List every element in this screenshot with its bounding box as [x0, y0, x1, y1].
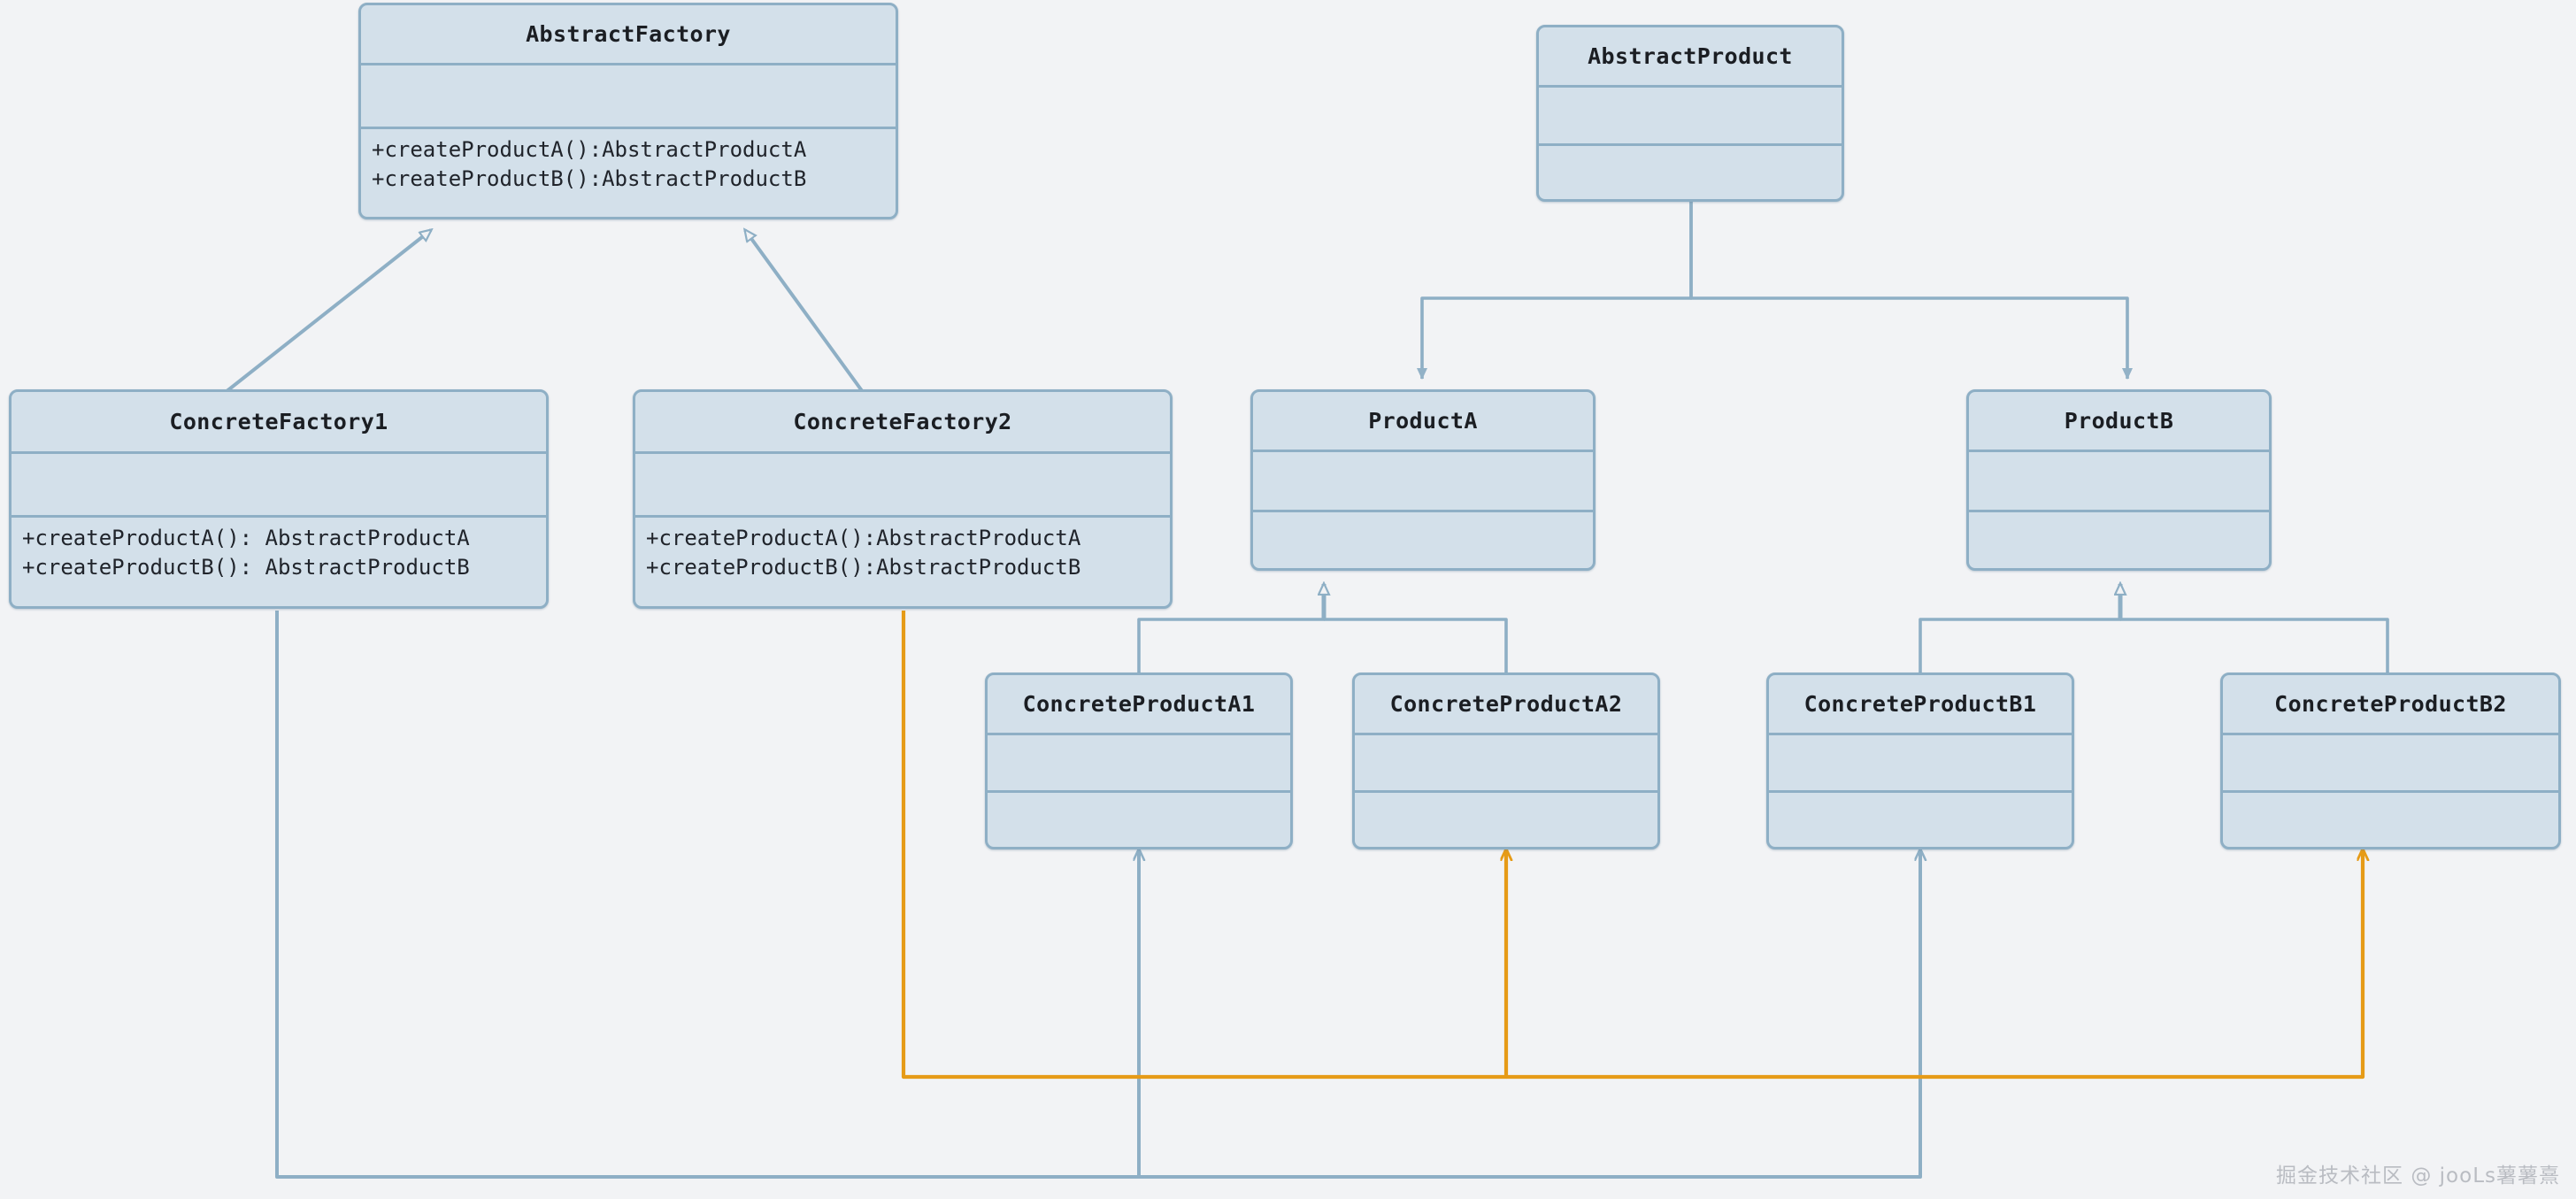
class-concrete-product-a2[interactable]: ConcreteProductA2: [1352, 673, 1660, 849]
edge-generalization-concreteproductb-to-productb: [1919, 596, 2122, 673]
operations-compartment-concrete-product-b1: [1769, 793, 2072, 847]
attributes-compartment-abstract-product: [1539, 88, 1842, 146]
edge-dependency-abstractproduct-to-productb: [1689, 202, 2133, 380]
attributes-compartment-concrete-product-a2: [1355, 735, 1657, 793]
class-title-concrete-product-b1: ConcreteProductB1: [1769, 675, 2072, 735]
operations-compartment-concrete-product-a1: [988, 793, 1290, 847]
operation-item: +createProductA():AbstractProductA: [646, 526, 1081, 550]
edge-generalization-concreteproductb2-branch: [2120, 618, 2389, 673]
operations-compartment-product-b: [1969, 512, 2269, 568]
attributes-compartment-concrete-factory-1: [12, 454, 546, 518]
class-title-product-a: ProductA: [1253, 392, 1593, 452]
attributes-compartment-abstract-factory: [361, 65, 896, 129]
attributes-compartment-product-b: [1969, 452, 2269, 512]
edge-association-cf1-to-concreteproductb1: [1139, 849, 1920, 1179]
class-concrete-factory-2[interactable]: ConcreteFactory2 +createProductA():Abstr…: [633, 389, 1173, 609]
operations-compartment-abstract-factory: +createProductA():AbstractProductA +crea…: [361, 129, 896, 217]
class-title-concrete-factory-1: ConcreteFactory1: [12, 392, 546, 454]
class-concrete-factory-1[interactable]: ConcreteFactory1 +createProductA(): Abst…: [9, 389, 549, 609]
watermark-text: 掘金技术社区 @ jooLs薯薯熹: [2276, 1164, 2560, 1187]
operation-item: +createProductB():AbstractProductB: [646, 555, 1081, 580]
edge-generalization-cf1-to-abstractfactory: [224, 230, 431, 394]
edge-generalization-concreteproducta2-branch: [1324, 618, 1508, 673]
class-title-abstract-factory: AbstractFactory: [361, 5, 896, 65]
attributes-compartment-concrete-product-a1: [988, 735, 1290, 793]
class-title-concrete-product-b2: ConcreteProductB2: [2223, 675, 2558, 735]
class-name-text: ProductA: [1368, 408, 1478, 434]
class-name-text: ProductB: [2064, 408, 2174, 434]
class-name-text: ConcreteProductB2: [2274, 691, 2507, 717]
edge-generalization-cf2-to-abstractfactory: [745, 230, 865, 394]
operation-item: +createProductA(): AbstractProductA: [22, 526, 470, 550]
class-product-b[interactable]: ProductB: [1966, 389, 2272, 571]
class-name-text: ConcreteFactory2: [793, 409, 1012, 434]
class-title-product-b: ProductB: [1969, 392, 2269, 452]
class-concrete-product-b2[interactable]: ConcreteProductB2: [2220, 673, 2561, 849]
attributes-compartment-concrete-product-b1: [1769, 735, 2072, 793]
operations-compartment-abstract-product: [1539, 146, 1842, 199]
class-abstract-product[interactable]: AbstractProduct: [1536, 25, 1844, 202]
class-name-text: ConcreteProductA1: [1022, 691, 1256, 717]
class-name-text: AbstractFactory: [526, 21, 731, 47]
operations-compartment-concrete-factory-2: +createProductA():AbstractProductA +crea…: [635, 518, 1170, 606]
operation-item: +createProductB():AbstractProductB: [372, 166, 807, 192]
attributes-compartment-product-a: [1253, 452, 1593, 512]
operations-compartment-concrete-product-a2: [1355, 793, 1657, 847]
class-name-text: ConcreteProductA2: [1389, 691, 1623, 717]
edge-dependency-abstractproduct-to-producta: [1417, 202, 1693, 380]
class-product-a[interactable]: ProductA: [1250, 389, 1596, 571]
operation-item: +createProductA():AbstractProductA: [372, 137, 807, 162]
class-title-concrete-factory-2: ConcreteFactory2: [635, 392, 1170, 454]
class-title-abstract-product: AbstractProduct: [1539, 27, 1842, 88]
class-title-concrete-product-a1: ConcreteProductA1: [988, 675, 1290, 735]
attributes-compartment-concrete-factory-2: [635, 454, 1170, 518]
class-title-concrete-product-a2: ConcreteProductA2: [1355, 675, 1657, 735]
class-name-text: ConcreteFactory1: [169, 409, 388, 434]
edge-association-cf2-to-concreteproductb2: [1506, 849, 2363, 1080]
operations-compartment-concrete-factory-1: +createProductA(): AbstractProductA +cre…: [12, 518, 546, 606]
class-concrete-product-a1[interactable]: ConcreteProductA1: [985, 673, 1293, 849]
operations-compartment-concrete-product-b2: [2223, 793, 2558, 847]
operation-item: +createProductB(): AbstractProductB: [22, 555, 470, 580]
class-name-text: ConcreteProductB1: [1803, 691, 2037, 717]
class-name-text: AbstractProduct: [1588, 43, 1793, 69]
class-concrete-product-b1[interactable]: ConcreteProductB1: [1766, 673, 2074, 849]
class-abstract-factory[interactable]: AbstractFactory +createProductA():Abstra…: [358, 3, 898, 219]
operations-compartment-product-a: [1253, 512, 1593, 568]
attributes-compartment-concrete-product-b2: [2223, 735, 2558, 793]
